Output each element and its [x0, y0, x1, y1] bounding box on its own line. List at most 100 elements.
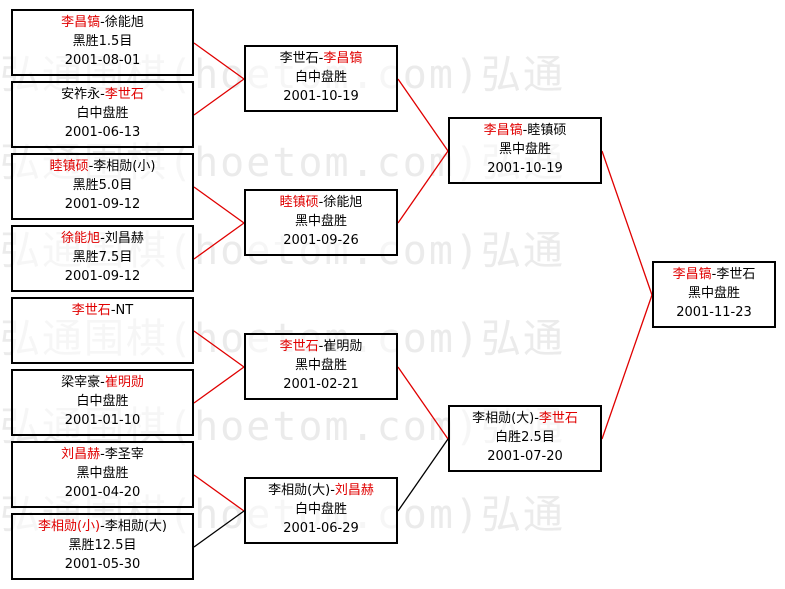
separator: -	[711, 267, 717, 282]
match-box[interactable]: 李相勋(小)-李相勋(大) 黑胜12.5目 2001-05-30	[11, 513, 194, 580]
winner-name: 睦镇硕	[279, 195, 319, 210]
separator: -	[88, 159, 94, 174]
separator: -	[318, 51, 324, 66]
match-players: 李相勋(大)-刘昌赫	[246, 481, 396, 500]
match-result: 黑胜7.5目	[72, 250, 133, 265]
match-players: 李昌镐-徐能旭	[13, 13, 192, 32]
match-players: 李相勋(大)-李世石	[450, 409, 600, 428]
connector-line	[193, 510, 245, 548]
match-date: 2001-09-12	[64, 269, 141, 284]
opponent-name: 李相勋(小)	[93, 159, 156, 174]
winner-name: 李世石	[104, 87, 144, 102]
match-box[interactable]: 李昌镐-睦镇硕 黑中盘胜 2001-10-19	[448, 117, 602, 184]
match-result: 黑中盘胜	[76, 466, 129, 481]
separator: -	[522, 123, 528, 138]
connector-line	[397, 78, 449, 152]
match-result: 白中盘胜	[294, 502, 347, 517]
opponent-name: 李相勋(大)	[268, 483, 331, 498]
match-box[interactable]: 安祚永-李世石 白中盘胜 2001-06-13	[11, 81, 194, 148]
match-players: 安祚永-李世石	[13, 85, 192, 104]
match-box[interactable]: 李世石-NT	[11, 297, 194, 364]
separator: -	[330, 483, 335, 498]
match-box[interactable]: 睦镇硕-李相勋(小) 黑胜5.0目 2001-09-12	[11, 153, 194, 220]
winner-name: 李世石	[279, 339, 319, 354]
connector-line	[397, 438, 449, 512]
match-box-final[interactable]: 李昌镐-李世石 黑中盘胜 2001-11-23	[652, 261, 776, 328]
match-date: 2001-02-21	[283, 377, 359, 392]
match-players: 李昌镐-李世石	[654, 265, 774, 284]
match-date: 2001-10-19	[283, 89, 359, 104]
match-result: 白中盘胜	[294, 70, 347, 85]
opponent-name: 徐能旭	[323, 195, 363, 210]
winner-name: 李昌镐	[61, 15, 101, 30]
winner-name: 李世石	[71, 303, 111, 318]
winner-name: 崔明勋	[104, 375, 144, 390]
connector-line	[193, 186, 245, 224]
match-box[interactable]: 刘昌赫-李圣宰 黑中盘胜 2001-04-20	[11, 441, 194, 508]
separator: -	[318, 339, 324, 354]
match-box[interactable]: 李世石-崔明勋 黑中盘胜 2001-02-21	[244, 333, 398, 400]
match-players: 李世石-崔明勋	[246, 337, 396, 356]
winner-name: 睦镇硕	[49, 159, 89, 174]
match-box[interactable]: 李相勋(大)-刘昌赫 白中盘胜 2001-06-29	[244, 477, 398, 544]
winner-name: 刘昌赫	[61, 447, 101, 462]
match-players: 睦镇硕-李相勋(小)	[13, 157, 192, 176]
opponent-name: 睦镇硕	[527, 123, 567, 138]
match-players: 梁宰豪-崔明勋	[13, 373, 192, 392]
match-date: 2001-10-19	[487, 161, 563, 176]
match-box[interactable]: 徐能旭-刘昌赫 黑胜7.5目 2001-09-12	[11, 225, 194, 292]
winner-name: 李相勋(小)	[37, 519, 101, 534]
opponent-name: 徐能旭	[104, 15, 144, 30]
match-result: 黑中盘胜	[294, 214, 347, 229]
separator: -	[100, 447, 105, 462]
winner-name: 刘昌赫	[334, 483, 374, 498]
winner-name: 李昌镐	[323, 51, 363, 66]
match-box[interactable]: 梁宰豪-崔明勋 白中盘胜 2001-01-10	[11, 369, 194, 436]
opponent-name: 李世石	[716, 267, 756, 282]
opponent-name: 刘昌赫	[104, 231, 144, 246]
opponent-name: 李相勋(大)	[104, 519, 167, 534]
opponent-name: 梁宰豪	[61, 375, 101, 390]
match-box[interactable]: 睦镇硕-徐能旭 黑中盘胜 2001-09-26	[244, 189, 398, 256]
match-box[interactable]: 李世石-李昌镐 白中盘胜 2001-10-19	[244, 45, 398, 112]
winner-name: 李昌镐	[483, 123, 523, 138]
match-date: 2001-09-12	[64, 197, 141, 212]
connector-line	[397, 150, 449, 224]
opponent-name: 崔明勋	[323, 339, 363, 354]
match-date: 2001-08-01	[64, 53, 141, 68]
separator: -	[318, 195, 324, 210]
match-result: 黑中盘胜	[498, 142, 551, 157]
match-date: 2001-06-13	[64, 125, 141, 140]
match-result: 白中盘胜	[76, 106, 129, 121]
match-result: 白胜2.5目	[495, 430, 555, 445]
connector-line	[193, 330, 245, 368]
connector-line	[193, 474, 245, 512]
opponent-name: 李圣宰	[104, 447, 144, 462]
match-result: 黑中盘胜	[687, 286, 740, 301]
separator: -	[100, 519, 105, 534]
match-date: 2001-09-26	[283, 233, 359, 248]
match-result: 白中盘胜	[76, 394, 129, 409]
connector-line	[193, 366, 245, 404]
match-players: 刘昌赫-李圣宰	[13, 445, 192, 464]
match-result: 黑胜1.5目	[72, 34, 133, 49]
separator: -	[100, 87, 105, 102]
winner-name: 李世石	[538, 411, 578, 426]
opponent-name: 李世石	[279, 51, 319, 66]
connector-line	[193, 42, 245, 80]
connector-line	[601, 294, 653, 440]
match-box[interactable]: 李昌镐-徐能旭 黑胜1.5目 2001-08-01	[11, 9, 194, 76]
connector-line	[193, 222, 245, 260]
match-date: 2001-05-30	[64, 557, 141, 572]
separator: -	[110, 303, 116, 318]
match-date: 2001-11-23	[676, 305, 752, 320]
match-box[interactable]: 李相勋(大)-李世石 白胜2.5目 2001-07-20	[448, 405, 602, 472]
separator: -	[100, 231, 105, 246]
connector-line	[193, 78, 245, 116]
opponent-name: 安祚永	[61, 87, 101, 102]
match-date: 2001-04-20	[64, 485, 141, 500]
match-players: 李世石-NT	[13, 301, 192, 320]
connector-line	[397, 366, 449, 440]
match-date: 2001-01-10	[64, 413, 141, 428]
